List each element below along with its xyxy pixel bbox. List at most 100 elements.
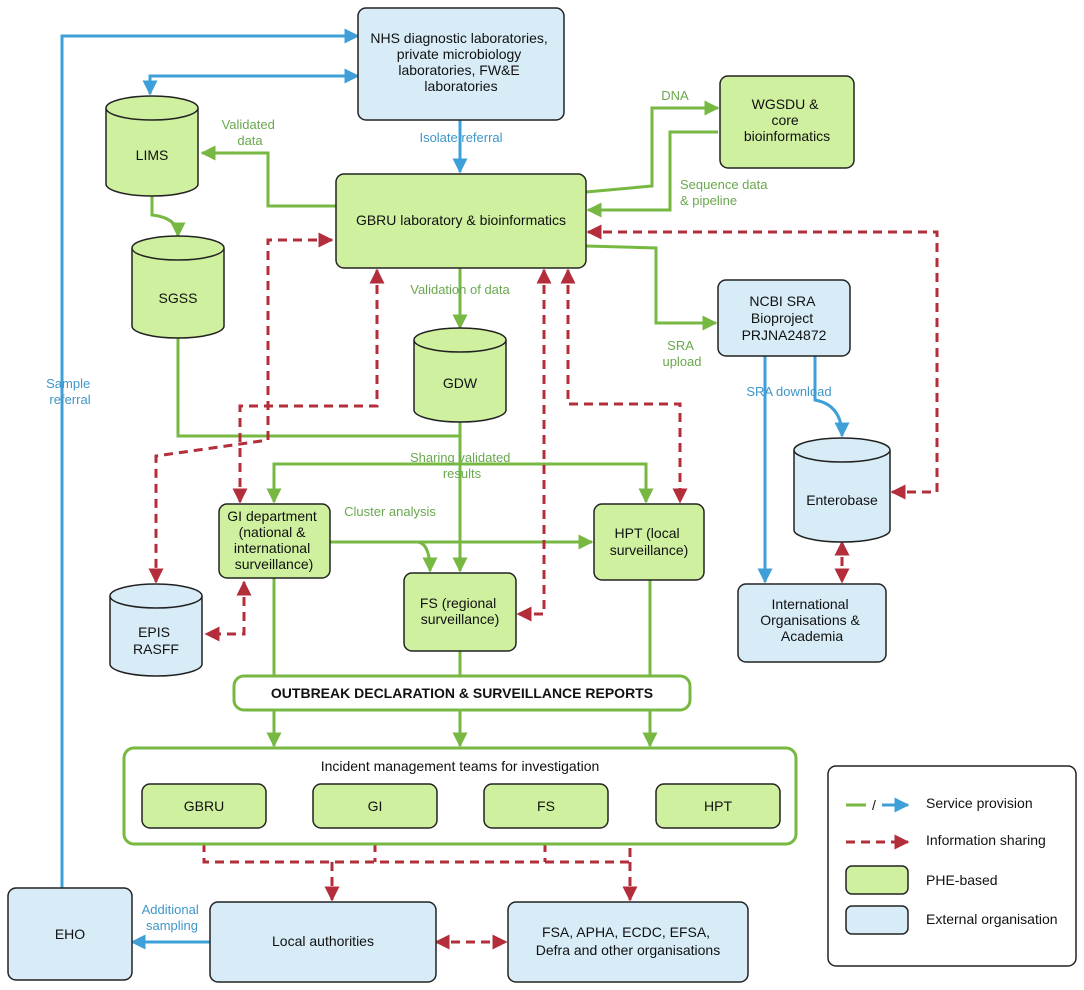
svg-text:FSA, APHA, ECDC, EFSA, Def: FSA, APHA, ECDC, EFSA, Defra and other o… bbox=[536, 924, 720, 958]
svg-text:NHS diagnostic laboratories,: NHS diagnostic laboratories, private mic… bbox=[370, 30, 551, 94]
gbru-lab-label: GBRU laboratory & bioinformatics bbox=[356, 212, 566, 228]
intl-line-3: Academia bbox=[781, 628, 843, 644]
eho-label: EHO bbox=[55, 926, 85, 942]
node-local-authorities bbox=[209, 901, 437, 983]
edge-sequence-data bbox=[586, 130, 718, 218]
epis-line-1: EPIS bbox=[138, 624, 170, 640]
team-hpt bbox=[655, 783, 781, 829]
svg-text:NCBI SRA Bioproject PR: NCBI SRA Bioproject PRJNA24872 bbox=[742, 293, 827, 343]
legend-external-swatch bbox=[845, 905, 909, 935]
gi-line-2: (national & bbox=[239, 524, 307, 540]
edge-gbru-hpt bbox=[560, 268, 688, 504]
label-cluster-analysis: Cluster analysis bbox=[344, 504, 436, 519]
label-sra-upload-1: SRA bbox=[667, 338, 694, 353]
edge-dna bbox=[585, 100, 720, 194]
label-sharing-validated-1: Sharing validated bbox=[410, 450, 510, 465]
ncbi-line-2: Bioproject bbox=[751, 310, 813, 326]
node-incident-management bbox=[122, 746, 798, 846]
enterobase-label: Enterobase bbox=[806, 492, 878, 508]
gi-line-4: surveillance) bbox=[235, 556, 314, 572]
wgsdu-line-2: core bbox=[771, 112, 798, 128]
label-dna: DNA bbox=[661, 88, 689, 103]
edge-gbru-enterobase bbox=[586, 224, 939, 500]
edge-validated-data bbox=[200, 145, 336, 208]
fs-line-2: surveillance) bbox=[421, 611, 500, 627]
gi-line-3: international bbox=[234, 540, 310, 556]
svg-text:Sequence data & pipeline: Sequence data & pipeline bbox=[680, 177, 771, 208]
edge-sample-referral bbox=[60, 28, 360, 888]
ncbi-line-3: PRJNA24872 bbox=[742, 327, 827, 343]
label-sample-referral-2: referral bbox=[49, 392, 90, 407]
edge-gi-epis bbox=[204, 580, 252, 642]
node-nhs-labs bbox=[357, 7, 565, 121]
node-gi-department bbox=[218, 503, 331, 579]
svg-text:GI department (national &: GI department (national & international … bbox=[227, 508, 320, 572]
label-validated-data-1: Validated bbox=[222, 117, 275, 132]
team-gbru-label: GBRU bbox=[184, 798, 224, 814]
ncbi-line-1: NCBI SRA bbox=[749, 293, 816, 309]
incident-title: Incident management teams for investigat… bbox=[321, 758, 600, 774]
label-sra-upload-2: upload bbox=[662, 354, 701, 369]
legend: / Service provision Information sharing … bbox=[827, 765, 1077, 967]
node-outbreak-reports bbox=[232, 674, 692, 712]
wgsdu-line-1: WGSDU & bbox=[752, 96, 820, 112]
team-gi bbox=[312, 783, 438, 829]
edge-lims-sgss bbox=[150, 196, 186, 238]
fsa-line-1: FSA, APHA, ECDC, EFSA, bbox=[542, 924, 710, 940]
legend-information-sharing: Information sharing bbox=[926, 832, 1046, 848]
epis-line-2: RASFF bbox=[133, 641, 179, 657]
svg-text:Additional sampling: Additional sampling bbox=[142, 902, 203, 933]
edge-gbru-fs bbox=[516, 268, 552, 622]
node-sgss: SGSS bbox=[131, 235, 225, 339]
node-fsa-organisations bbox=[507, 901, 749, 983]
svg-text:FS (regional surveillance): FS (regional surveillance) bbox=[420, 595, 500, 627]
fs-line-1: FS (regional bbox=[420, 595, 496, 611]
intl-line-1: International bbox=[772, 596, 849, 612]
nhs-line-3: laboratories, FW&E bbox=[398, 62, 519, 78]
node-gbru-lab bbox=[335, 173, 587, 269]
hpt-line-1: HPT (local bbox=[615, 525, 680, 541]
lims-label: LIMS bbox=[136, 147, 169, 163]
svg-text:Validated data: Validated data bbox=[222, 117, 279, 148]
nhs-line-2: private microbiology bbox=[397, 46, 522, 62]
hpt-line-2: surveillance) bbox=[610, 542, 689, 558]
team-fs-label: FS bbox=[537, 798, 555, 814]
svg-text:International Organisation: International Organisations & Academia bbox=[760, 596, 864, 644]
svg-text:SRA upload: SRA upload bbox=[662, 338, 701, 369]
edge-gbru-gi bbox=[232, 268, 385, 504]
label-additional-sampling-2: sampling bbox=[146, 918, 198, 933]
edge-sharing-right bbox=[460, 462, 654, 504]
node-gdw: GDW bbox=[413, 327, 507, 423]
node-eho bbox=[7, 887, 133, 981]
legend-external-organisation: External organisation bbox=[926, 911, 1058, 927]
label-validated-data-2: data bbox=[237, 133, 263, 148]
node-enterobase: Enterobase bbox=[793, 437, 891, 543]
edge-nhs-lims-blue bbox=[142, 68, 360, 96]
label-sequence-data-2: & pipeline bbox=[680, 193, 737, 208]
edge-sharing-left bbox=[266, 462, 460, 504]
wgsdu-line-3: bioinformatics bbox=[744, 128, 830, 144]
node-epis-rasff: EPIS RASFF bbox=[109, 583, 203, 677]
label-additional-sampling-1: Additional bbox=[142, 902, 199, 917]
label-isolate-referral: Isolate referral bbox=[419, 130, 502, 145]
node-fs bbox=[403, 572, 517, 652]
label-validation-of-data: Validation of data bbox=[410, 282, 510, 297]
fsa-line-2: Defra and other organisations bbox=[536, 942, 720, 958]
svg-text:Sharing validated results: Sharing validated results bbox=[410, 450, 514, 481]
nhs-line-1: NHS diagnostic laboratories, bbox=[370, 30, 547, 46]
legend-phe-based: PHE-based bbox=[926, 872, 998, 888]
intl-line-2: Organisations & bbox=[760, 612, 860, 628]
edge-cluster-fs bbox=[417, 540, 438, 573]
node-wgsdu bbox=[719, 75, 855, 169]
label-sequence-data-1: Sequence data bbox=[680, 177, 768, 192]
gdw-label: GDW bbox=[443, 375, 478, 391]
svg-text:EPIS RASFF: EPIS RASFF bbox=[133, 624, 179, 657]
team-hpt-label: HPT bbox=[704, 798, 732, 814]
svg-text:Sample referral: Sample referral bbox=[46, 376, 94, 407]
team-fs bbox=[483, 783, 609, 829]
node-lims: LIMS bbox=[105, 95, 199, 197]
outbreak-label: OUTBREAK DECLARATION & SURVEILLANCE REPO… bbox=[271, 685, 653, 701]
local-authorities-label: Local authorities bbox=[272, 933, 374, 949]
sgss-label: SGSS bbox=[159, 290, 198, 306]
